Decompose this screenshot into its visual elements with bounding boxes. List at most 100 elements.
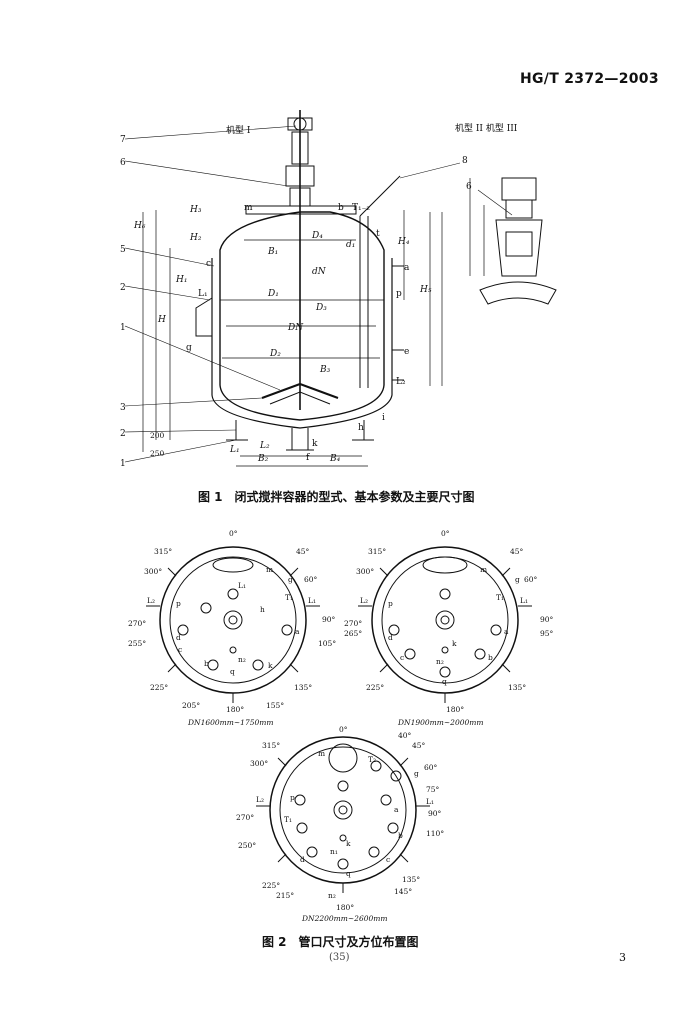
page-number: 3 <box>619 951 626 964</box>
v1-label-k: k <box>268 661 273 670</box>
v2-angle-225: 225° <box>366 683 384 692</box>
dim-250: 250 <box>150 449 165 458</box>
v1-label-a: a <box>295 627 300 636</box>
v3-angle-145: 145° <box>394 887 412 896</box>
v3-label-a: a <box>394 805 399 814</box>
dim-L2: L₂ <box>259 441 270 451</box>
callout-1-upper: 1 <box>120 323 126 333</box>
callout-2-lower: 2 <box>120 429 126 439</box>
v1-label-L1-right: L₁ <box>308 596 316 605</box>
dim-DN: DN <box>287 323 304 333</box>
v3-label-g: g <box>414 769 419 778</box>
v3-label-c: c <box>386 855 390 864</box>
nozzle-b: b <box>338 203 344 213</box>
v1-subtitle: DN1600mm~1750mm <box>187 718 273 727</box>
figure-2-caption: 图 2 管口尺寸及方位布置图 <box>262 935 419 949</box>
v3-angle-225: 225° <box>262 881 280 890</box>
orientation-view-dn1600 <box>146 546 320 703</box>
v2-angle-90: 90° <box>540 615 554 624</box>
v2-label-b: b <box>488 653 493 662</box>
callout-6: 6 <box>120 158 126 168</box>
v3-label-T1: T₁ <box>284 815 292 824</box>
v1-label-c: c <box>178 645 182 654</box>
callout-8: 8 <box>462 156 468 166</box>
v3-angle-270: 270° <box>236 813 254 822</box>
v1-label-T1: T₁ <box>285 593 293 602</box>
v2-angle-180: 180° <box>446 705 464 714</box>
v2-angle-265: 265° <box>344 629 362 638</box>
v1-label-p: p <box>176 599 181 608</box>
v1-angle-180: 180° <box>226 705 244 714</box>
v2-label-n2: n₂ <box>436 657 444 666</box>
v1-angle-45: 45° <box>296 547 310 556</box>
v2-label-L1: L₁ <box>520 596 528 605</box>
v2-label-g: g <box>515 575 520 584</box>
drive-type-label-left: 机型 I <box>226 124 251 136</box>
v3-angle-0: 0° <box>339 725 348 734</box>
v1-label-n2: n₂ <box>238 655 246 664</box>
v2-angle-300: 300° <box>356 567 374 576</box>
v3-angle-135: 135° <box>402 875 420 884</box>
dim-B1: B₁ <box>267 247 278 257</box>
v3-label-d: d <box>300 855 305 864</box>
dim-D2: D₂ <box>269 349 281 359</box>
v3-label-L1: L₁ <box>426 797 434 806</box>
v1-angle-105: 105° <box>318 639 336 648</box>
dim-H5: H₅ <box>419 285 432 295</box>
v1-angle-300: 300° <box>144 567 162 576</box>
v2-angle-95: 95° <box>540 629 554 638</box>
v2-angle-0: 0° <box>441 529 450 538</box>
v2-label-q: q <box>442 677 447 686</box>
dim-H4: H₄ <box>397 237 410 247</box>
callout-5: 5 <box>120 245 126 255</box>
v2-label-p: p <box>388 599 393 608</box>
v1-label-q: q <box>230 667 235 676</box>
v3-angle-250: 250° <box>238 841 256 850</box>
v1-angle-60: 60° <box>304 575 318 584</box>
v1-angle-255: 255° <box>128 639 146 648</box>
nozzle-h: h <box>358 423 364 433</box>
dim-200: 200 <box>150 431 165 440</box>
nozzle-a: a <box>404 263 410 273</box>
v3-angle-40: 40° <box>398 731 412 740</box>
nozzle-f: f <box>306 453 310 463</box>
v2-angle-315: 315° <box>368 547 386 556</box>
v3-label-m: m <box>318 749 325 758</box>
v2-angle-60: 60° <box>524 575 538 584</box>
v1-label-L2: L₂ <box>147 596 155 605</box>
v1-label-d: d <box>176 633 181 642</box>
v2-label-T1: T₁ <box>496 593 504 602</box>
dim-B4: B₄ <box>329 454 341 464</box>
v3-label-L2: L₂ <box>256 795 264 804</box>
callout-2-upper: 2 <box>120 283 126 293</box>
v3-angle-315: 315° <box>262 741 280 750</box>
drive-type-label-right: 机型 II 机型 III <box>455 122 518 134</box>
v3-angle-75: 75° <box>426 785 440 794</box>
nozzle-p: p <box>396 289 402 299</box>
nozzle-T: T₁₋₂ <box>352 203 370 213</box>
orientation-view-dn2200 <box>256 736 430 893</box>
nozzle-k: k <box>312 439 318 449</box>
callout-1-lower: 1 <box>120 459 126 469</box>
v2-angle-45: 45° <box>510 547 524 556</box>
dim-H6: H₆ <box>133 221 146 231</box>
v3-angle-60: 60° <box>424 763 438 772</box>
dim-L1: L₁ <box>229 445 240 455</box>
nozzle-i: i <box>382 413 385 423</box>
nozzle-c: c <box>206 259 211 269</box>
dim-d1: d₁ <box>346 240 355 250</box>
callout-3: 3 <box>120 403 126 413</box>
v1-angle-90: 90° <box>322 615 336 624</box>
v2-angle-270: 270° <box>344 619 362 628</box>
dim-H1: H₁ <box>175 275 187 285</box>
v1-angle-0: 0° <box>229 529 238 538</box>
v3-label-k: k <box>346 839 351 848</box>
v2-label-m: m <box>480 565 487 574</box>
v1-angle-225: 225° <box>150 683 168 692</box>
dim-D3: D₃ <box>315 303 327 313</box>
dim-H2: H₂ <box>189 233 202 243</box>
v3-label-q: q <box>346 869 351 878</box>
dim-D1: D₁ <box>267 289 279 299</box>
v1-angle-270: 270° <box>128 619 146 628</box>
